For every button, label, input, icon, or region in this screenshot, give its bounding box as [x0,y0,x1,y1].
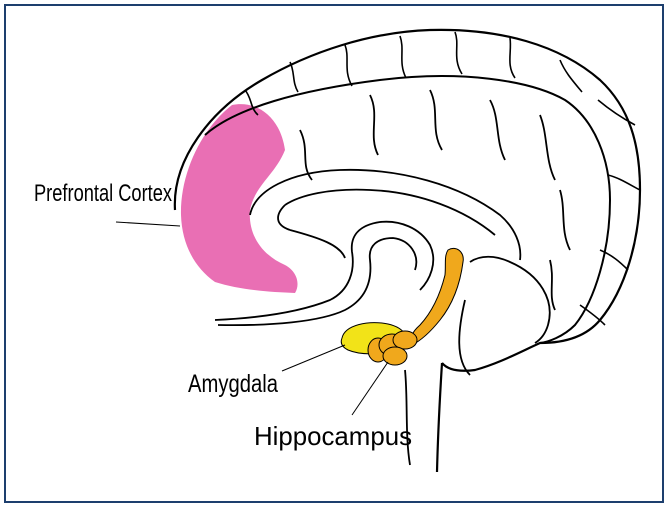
prefrontal-leader-line [115,221,181,227]
hippocampus-tail [409,247,464,346]
amygdala-leader-line [281,344,346,372]
gyri-lines [244,31,641,326]
brainstem [404,255,551,466]
prefrontal-cortex-highlight [180,104,298,293]
cortex-inner-line [204,75,612,344]
label-prefrontal-cortex: Prefrontal Cortex [34,180,172,207]
brain-outline [173,28,642,473]
label-amygdala: Amygdala [188,370,278,398]
hippocampus-leader-line [351,361,389,416]
hippocampus-shape [367,330,418,366]
leader-lines [115,221,389,416]
inner-structures [249,89,571,311]
fornix [214,220,435,327]
label-hippocampus: Hippocampus [254,421,412,451]
